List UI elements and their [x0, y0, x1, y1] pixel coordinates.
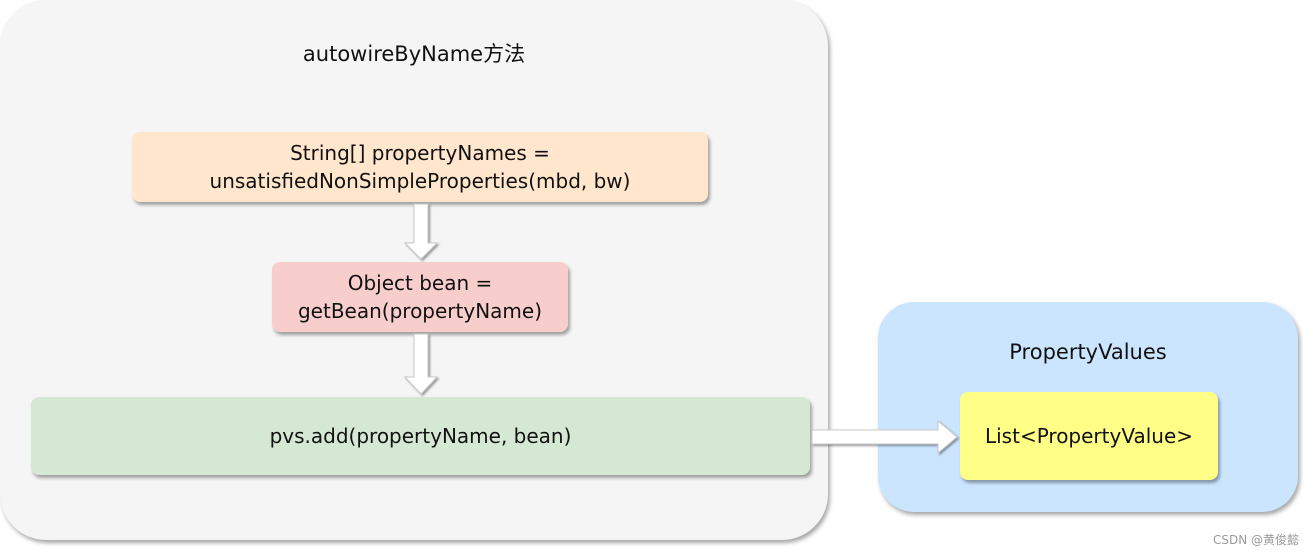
watermark: CSDN @黄俊懿 — [1212, 533, 1299, 547]
property-names-line-2: unsatisfiedNonSimpleProperties(mbd, bw) — [209, 169, 631, 193]
property-names-node: String[] propertyNames = unsatisfiedNonS… — [132, 132, 708, 202]
get-bean-line-2: getBean(propertyName) — [297, 299, 543, 323]
get-bean-node: Object bean = getBean(propertyName) — [272, 262, 568, 332]
property-names-line-1: String[] propertyNames = — [290, 141, 550, 165]
pvs-add-line-1: pvs.add(propertyName, bean) — [269, 424, 572, 448]
property-values-title: PropertyValues — [1009, 340, 1167, 364]
property-value-list-node: List<PropertyValue> — [960, 392, 1218, 480]
autowire-by-name-title: autowireByName方法 — [302, 42, 526, 66]
pvs-add-node: pvs.add(propertyName, bean) — [31, 397, 810, 475]
get-bean-line-1: Object bean = — [347, 271, 493, 295]
property-value-list-line-1: List<PropertyValue> — [984, 424, 1194, 448]
